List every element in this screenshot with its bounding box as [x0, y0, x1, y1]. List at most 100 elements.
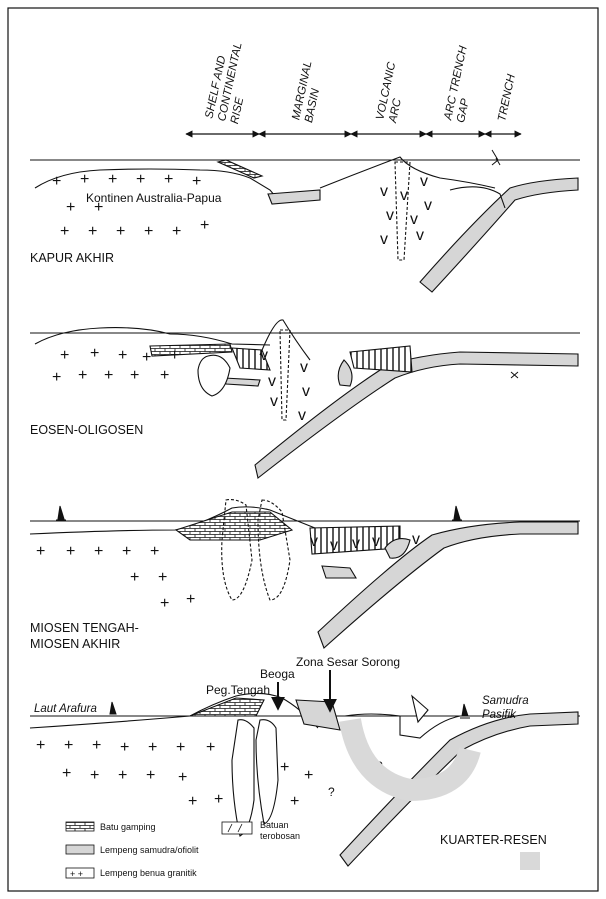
- svg-text:+: +: [118, 767, 127, 784]
- svg-text:+: +: [118, 347, 127, 364]
- svg-text:+: +: [36, 543, 45, 560]
- magma-conduit: [395, 162, 410, 260]
- legend-label-intrusive-2: terobosan: [260, 831, 300, 841]
- legend-plus-glyph: + +: [70, 869, 83, 879]
- intrusion-2: [256, 720, 278, 824]
- svg-text:+: +: [200, 217, 209, 234]
- intrusion-1: [232, 720, 254, 836]
- zone-label-volcanic-arc: VOLCANIC ARC: [374, 60, 411, 124]
- ophiolite-block: [338, 360, 352, 386]
- label-samudra-line1: Samudra: [482, 695, 529, 707]
- shelf-carbonate: [218, 160, 262, 178]
- legend-swatch-intrusive: [222, 822, 252, 834]
- svg-text:+: +: [116, 223, 125, 240]
- legend-label-oceanic: Lempeng samudra/ofiolit: [100, 845, 199, 855]
- svg-text:+: +: [172, 223, 181, 240]
- label-beoga: Beoga: [260, 667, 295, 681]
- legend-label-intrusive-1: Batuan: [260, 820, 289, 830]
- svg-text:v: v: [400, 187, 408, 204]
- stage-label-kapur-akhir: KAPUR AKHIR: [30, 251, 114, 265]
- svg-text:v: v: [380, 183, 388, 200]
- svg-text:+: +: [78, 367, 87, 384]
- svg-text:+: +: [188, 793, 197, 810]
- svg-text:+: +: [108, 171, 117, 188]
- svg-text:v: v: [268, 373, 276, 390]
- ophiolite-belt: [296, 700, 340, 730]
- svg-text:+: +: [186, 591, 195, 608]
- svg-text:v: v: [310, 533, 318, 550]
- svg-text:+: +: [80, 171, 89, 188]
- question-mark-1: ?: [328, 785, 335, 799]
- svg-text:+: +: [62, 765, 71, 782]
- magma-conduit: [280, 330, 290, 420]
- svg-text:+: +: [170, 347, 179, 364]
- svg-text:+: +: [130, 569, 139, 586]
- svg-text:+: +: [66, 199, 75, 216]
- ophiolite-sliver: [224, 378, 260, 386]
- svg-text:v: v: [424, 197, 432, 214]
- svg-text:v: v: [270, 393, 278, 410]
- svg-text:+: +: [164, 171, 173, 188]
- svg-text:+: +: [160, 367, 169, 384]
- stage-label-miosen-line2: MIOSEN AKHIR: [30, 637, 120, 651]
- shelf-carbonate: [150, 344, 232, 356]
- svg-text:+: +: [64, 737, 73, 754]
- zone-label-trench: TRENCH: [496, 73, 518, 123]
- marginal-basin-crust: [268, 190, 320, 204]
- fault-sliver: [412, 696, 428, 722]
- svg-text:+: +: [122, 543, 131, 560]
- svg-text:+: +: [130, 367, 139, 384]
- crust-marks-p4: +++ +++ + +++ +++ + +++: [36, 737, 313, 810]
- crust-marks-p2: +++ ++ +++ ++ vvv vvv: [52, 345, 310, 424]
- forearc-sediment: [350, 346, 412, 372]
- svg-text:+: +: [214, 791, 223, 808]
- label-samudra-line2: Pasifik: [482, 709, 517, 721]
- svg-text:v: v: [380, 231, 388, 248]
- svg-text:+: +: [136, 171, 145, 188]
- svg-text:v: v: [412, 531, 420, 548]
- zone-label-shelf: SHELF AND CONTINENTAL RISE: [204, 39, 258, 125]
- svg-text:+: +: [104, 367, 113, 384]
- svg-text:v: v: [260, 347, 268, 364]
- svg-text:v: v: [420, 173, 428, 190]
- svg-text:+: +: [120, 739, 129, 756]
- svg-text:+: +: [304, 767, 313, 784]
- legend: Batu gamping Lempeng samudra/ofiolit + +…: [66, 820, 300, 879]
- svg-text:+: +: [144, 223, 153, 240]
- stage-label-kuarter-resen: KUARTER-RESEN: [440, 833, 547, 847]
- svg-text:+: +: [206, 739, 215, 756]
- svg-text:TRENCH: TRENCH: [496, 73, 518, 123]
- svg-text:+: +: [150, 543, 159, 560]
- svg-text:v: v: [302, 383, 310, 400]
- svg-text:+: +: [160, 595, 169, 612]
- svg-text:+: +: [60, 223, 69, 240]
- svg-text:+: +: [148, 739, 157, 756]
- svg-text:+: +: [90, 345, 99, 362]
- ophiolite-sliver: [322, 566, 356, 578]
- svg-text:v: v: [372, 533, 380, 550]
- svg-text:+: +: [192, 173, 201, 190]
- svg-text:+: +: [52, 369, 61, 386]
- svg-text:+: +: [176, 739, 185, 756]
- svg-text:+: +: [290, 793, 299, 810]
- sea-level-marker-icon: [108, 702, 118, 716]
- svg-text:+: +: [88, 223, 97, 240]
- label-peg-tengah: Peg.Tengah: [206, 683, 270, 697]
- svg-text:+: +: [158, 569, 167, 586]
- svg-text:+: +: [142, 349, 151, 366]
- svg-text:v: v: [298, 407, 306, 424]
- svg-text:v: v: [352, 535, 360, 552]
- zone-label-arc-trench-gap: ARC TRENCH GAP: [442, 44, 482, 125]
- shelf-carbonate: [176, 512, 292, 540]
- continental-crust-outline: [35, 328, 270, 345]
- label-zona-sesar-sorong: Zona Sesar Sorong: [296, 655, 400, 669]
- subducting-slab: [420, 178, 578, 292]
- sea-level-marker-icon: [492, 150, 500, 165]
- svg-text:v: v: [410, 211, 418, 228]
- svg-text:+: +: [178, 769, 187, 786]
- svg-text:+: +: [52, 173, 61, 190]
- figure-frame: [8, 8, 598, 891]
